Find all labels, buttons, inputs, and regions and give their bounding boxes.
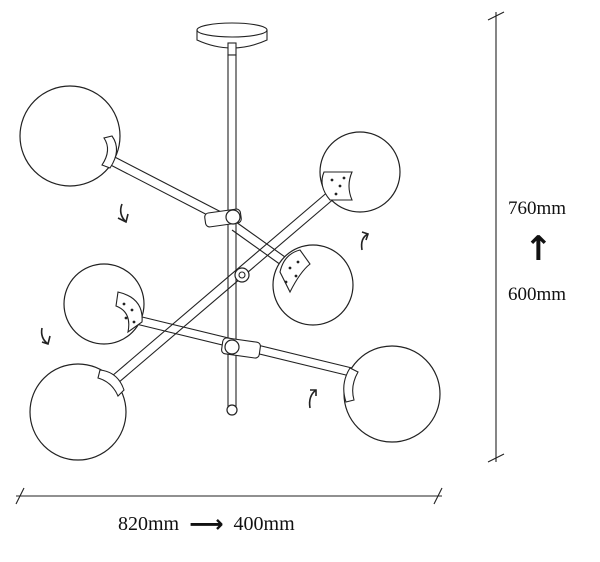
rotate-arrow-icon xyxy=(117,203,129,224)
globe-lower-left xyxy=(29,363,127,461)
width-dimension-label: 820mm ⟶ 400mm xyxy=(118,512,295,536)
globe-lower-right xyxy=(343,345,441,443)
globe-upper-right xyxy=(319,131,401,213)
height-dimension-line xyxy=(487,11,505,463)
joint-upper xyxy=(204,208,242,228)
globe-middle-right xyxy=(272,244,354,326)
right-arrow-icon: ⟶ xyxy=(189,510,224,538)
joint-centre xyxy=(234,267,250,283)
central-stem xyxy=(226,54,238,416)
height-max-label: 760mm xyxy=(508,198,567,219)
ceiling-canopy xyxy=(196,22,268,56)
width-dimension-line xyxy=(15,487,443,505)
arm-diagonal xyxy=(111,189,337,384)
rotate-arrow-icon xyxy=(360,231,370,251)
joint-lower xyxy=(221,337,261,359)
arm-upper-left xyxy=(100,151,226,223)
width-min-label: 400mm xyxy=(233,512,295,535)
up-arrow-icon: ↑ xyxy=(524,229,553,269)
height-min-label: 600mm xyxy=(508,284,567,305)
globe-middle-left xyxy=(63,263,145,345)
width-max-label: 820mm xyxy=(118,512,180,535)
rotate-arrow-icon xyxy=(308,389,317,409)
rotate-arrow-icon xyxy=(40,327,51,346)
globe-upper-left xyxy=(19,85,121,187)
